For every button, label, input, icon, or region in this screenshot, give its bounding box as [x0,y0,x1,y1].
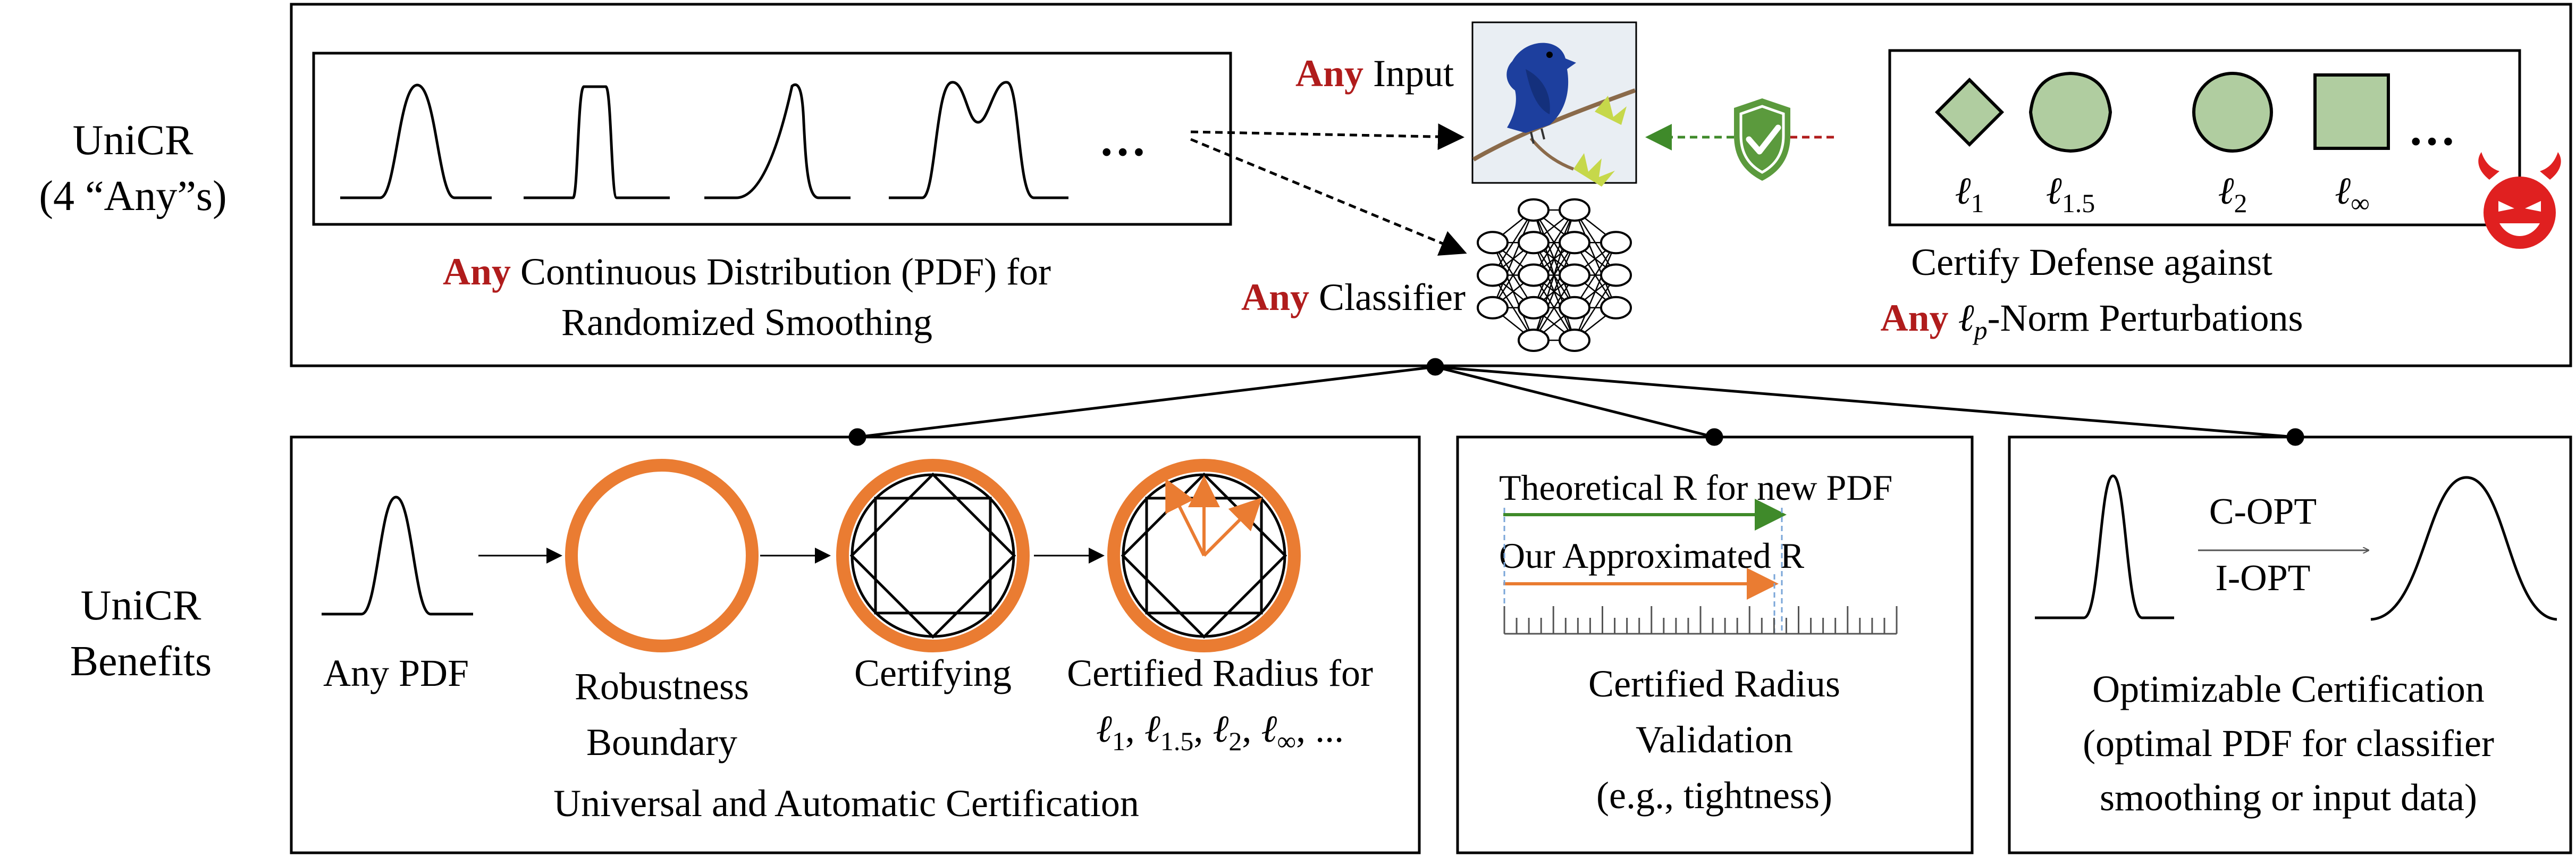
radius-line1: Certified Radius for [1067,652,1373,694]
validation-caption-line2: Validation [1636,718,1793,761]
shield-check-icon [1734,98,1790,181]
panel-connectors [848,358,2304,446]
benefits-label: Benefits [70,638,212,685]
pdf-caption-line1: Any Continuous Distribution (PDF) for [443,250,1051,293]
network-node [1518,198,1550,222]
theoretical-r-label: Theoretical R for new PDF [1499,467,1892,508]
certifying-label: Certifying [854,652,1012,694]
validation-caption-line3: (e.g., tightness) [1596,774,1832,817]
bird-photo-icon [1471,21,1637,187]
network-node [1559,263,1590,287]
l1-diamond-shape [1934,77,2005,147]
benefit-panel-optimization: C-OPT I-OPT Optimizable Certification (o… [2008,435,2572,854]
certify-line2: Any ℓp-Norm Perturbations [1881,297,2303,345]
pdf-gaussian-curve [340,83,492,199]
neural-network-icon [1477,198,1632,352]
norms-box [1888,49,2521,226]
benefit-panel-validation: Theoretical R for new PDF Our Approximat… [1456,435,1974,854]
l2-circle-shape [2192,72,2273,153]
certification-caption: Universal and Automatic Certification [553,782,1139,825]
benefit-panel-certification: Any PDF Robustness Boundary Certifying C… [290,435,1421,854]
network-node [1518,263,1550,287]
pdf-to-classifier-arrow [1190,138,1467,256]
l1-5-shape [2028,71,2112,153]
norm-label: ℓ1 [1955,170,1984,218]
network-node [1559,329,1590,352]
network-node [1559,296,1590,320]
panel1-frame [290,435,1421,854]
pdf-skewed-curve [704,83,851,199]
optimization-caption-line1: Optimizable Certification [2092,668,2485,710]
any-input-label: Any Input [1295,52,1454,95]
network-node [1559,198,1590,222]
network-node [1600,231,1632,255]
any-pdf-curve [322,496,473,616]
pdf-uniform-curve [524,85,670,199]
devil-icon [2478,152,2561,249]
four-anys-label: (4 “Any”s) [39,173,226,220]
i-opt-label: I-OPT [2216,558,2311,599]
robustness-boundary-circle [565,459,759,652]
unicr-label: UniCR [73,117,193,164]
wide-pdf-curve [2370,476,2557,621]
top-panel: … Any Continuous Distribution (PDF) for … [290,3,2572,367]
validation-ruler [1503,606,1898,635]
radius-line2: ℓ1, ℓ1.5, ℓ2, ℓ∞, ... [1096,708,1344,756]
norm-label: ℓ∞ [2335,170,2370,218]
boundary-line2: Boundary [586,721,737,763]
network-node [1518,329,1550,352]
network-node [1600,263,1632,287]
certifying-figure [836,459,1030,652]
pdf-caption-line2: Randomized Smoothing [561,301,932,343]
network-node [1559,231,1590,255]
network-node [1600,296,1632,320]
norm-label: ℓ2 [2218,170,2247,218]
panel2-frame [1456,435,1974,854]
c-opt-label: C-OPT [2209,491,2317,532]
narrow-pdf-curve [2035,474,2174,619]
pdf-bimodal-curve [889,81,1068,199]
pdf-ellipsis: … [1099,113,1147,166]
network-node [1477,263,1509,287]
optimization-caption-line2: (optimal PDF for classifier [2083,722,2494,765]
optimization-caption-line3: smoothing or input data) [2100,776,2477,819]
validation-caption-line1: Certified Radius [1588,662,1840,705]
norm-shapes [1934,71,2390,153]
left-labels: UniCR (4 “Any”s) UniCR Benefits [39,117,226,685]
approximated-r-label: Our Approximated R [1499,535,1805,576]
network-node [1477,231,1509,255]
norm-ellipsis: … [2408,103,2456,155]
boundary-line1: Robustness [575,665,749,708]
network-node [1518,231,1550,255]
unicr-benefits-label: UniCR [81,582,201,629]
linf-square-shape [2313,73,2390,150]
pdf-box [312,52,1232,226]
network-node [1477,296,1509,320]
any-classifier-label: Any Classifier [1241,276,1466,318]
certified-radius-figure [1107,459,1301,652]
norm-label: ℓ1.5 [2046,170,2095,218]
norm-labels: ℓ1 ℓ1.5 ℓ2 ℓ∞ [1955,170,2370,218]
pdf-to-input-arrow [1190,123,1464,150]
network-node [1518,296,1550,320]
certify-line1: Certify Defense against [1911,241,2272,283]
any-pdf-label: Any PDF [323,652,469,694]
panel3-frame [2008,435,2572,854]
